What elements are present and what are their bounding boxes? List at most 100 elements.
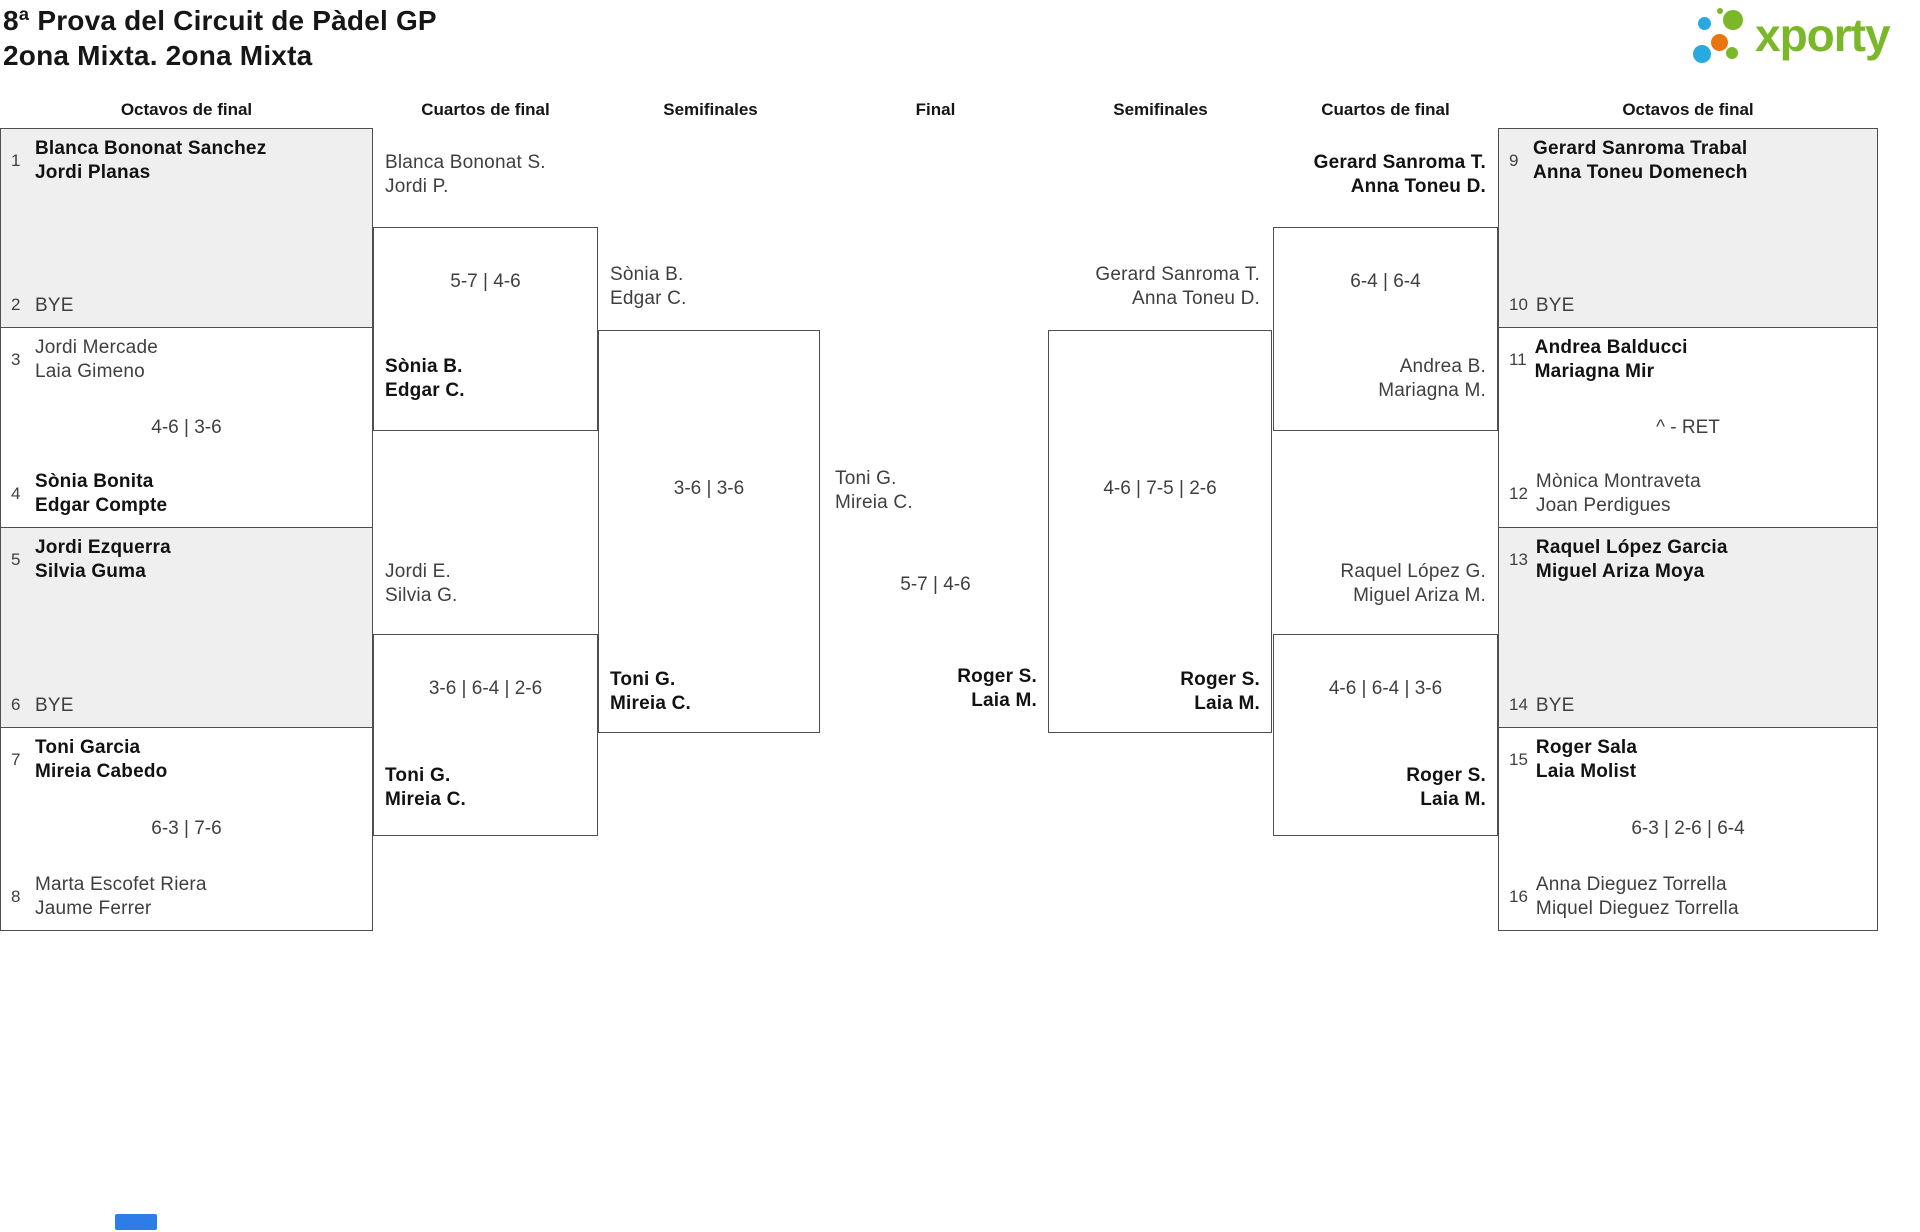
team-label: Gerard Sanroma T.Anna Toneu D. — [1313, 152, 1486, 197]
seed-number: 10 — [1509, 295, 1528, 315]
match-score: 3-6 | 3-6 — [673, 478, 745, 499]
seed-number: 4 — [11, 483, 21, 503]
team-label: Andrea B.Mariagna M. — [1378, 356, 1486, 401]
round-header-octavos-right: Octavos de final — [1622, 100, 1754, 119]
round-header-octavos-left: Octavos de final — [120, 100, 253, 119]
match-score: 6-3 | 7-6 — [151, 818, 222, 839]
page-title-line1: 8ª Prova del Circuit de Pàdel GP — [3, 5, 437, 36]
page-title-line2: 2ona Mixta. 2ona Mixta — [3, 40, 313, 71]
match-score: 4-6 | 7-5 | 2-6 — [1103, 478, 1217, 499]
match-score: 3-6 | 6-4 | 2-6 — [428, 678, 543, 699]
round-header-cuartos-right: Cuartos de final — [1321, 100, 1450, 119]
team-names: BYE — [35, 694, 74, 716]
team-label: Gerard Sanroma T.Anna Toneu D. — [1095, 264, 1260, 309]
match-box-cuartos-left-1 — [373, 227, 598, 431]
team-label: Jordi E.Silvia G. — [385, 561, 458, 606]
seed-number: 13 — [1509, 549, 1528, 569]
team-entry: 2 BYE — [11, 294, 74, 318]
seed-number: 16 — [1509, 886, 1528, 906]
team-label: Toni G.Mireia C. — [610, 669, 691, 714]
round-header-semis-left: Semifinales — [663, 100, 758, 119]
match-score: 6-3 | 2-6 | 6-4 — [1631, 818, 1745, 839]
match-box-cuartos-right-2 — [1273, 634, 1498, 836]
match-box-cuartos-right-1 — [1273, 227, 1498, 431]
logo-dot-green-large — [1723, 10, 1743, 30]
match-box-cuartos-left-2 — [373, 634, 598, 836]
team-entry: 6 BYE — [11, 694, 74, 718]
team-names: BYE — [1535, 694, 1575, 716]
logo-dot-orange — [1711, 34, 1728, 51]
round-header-final: Final — [915, 100, 956, 119]
team-label: Blanca Bononat S.Jordi P. — [385, 152, 546, 197]
seed-number: 12 — [1509, 483, 1528, 503]
logo-dot-blue-large — [1693, 45, 1711, 63]
seed-number: 1 — [11, 150, 21, 170]
team-label: Roger S.Laia M. — [1180, 669, 1260, 714]
logo-dot-green-tiny — [1717, 8, 1723, 14]
xporty-logo[interactable]: xporty — [1690, 2, 1915, 74]
team-label: Raquel López G.Miguel Ariza M. — [1340, 561, 1486, 606]
team-label: Toni G.Mireia C. — [835, 468, 913, 513]
seed-number: 7 — [11, 749, 21, 769]
team-label: Roger S.Laia M. — [1406, 765, 1486, 810]
round-header-cuartos-left: Cuartos de final — [421, 100, 550, 119]
match-box-semifinal-left — [598, 330, 820, 733]
match-box-semifinal-right — [1048, 330, 1272, 733]
match-score: ^ - RET — [1656, 416, 1720, 438]
team-entry: 14 BYE — [1509, 694, 1575, 718]
seed-number: 9 — [1509, 150, 1519, 170]
team-entry: 10 BYE — [1509, 294, 1575, 318]
team-label: Sònia B.Edgar C. — [610, 264, 687, 309]
round-header-semis-right: Semifinales — [1113, 100, 1208, 119]
seed-number: 6 — [11, 695, 21, 715]
seed-number: 8 — [11, 886, 21, 906]
match-score: 5-7 | 4-6 — [900, 574, 971, 595]
seed-number: 14 — [1509, 695, 1528, 715]
team-names: BYE — [1535, 294, 1575, 316]
logo-dot-green-small — [1726, 47, 1738, 59]
logo-dot-blue-small — [1698, 17, 1711, 30]
bottom-blue-bar — [115, 1214, 157, 1230]
seed-number: 15 — [1509, 749, 1528, 769]
team-label: Roger S.Laia M. — [957, 666, 1037, 711]
seed-number: 11 — [1509, 349, 1527, 369]
team-names: BYE — [35, 294, 74, 316]
logo-wordmark: xporty — [1755, 9, 1891, 61]
match-score: 4-6 | 3-6 — [151, 416, 222, 438]
seed-number: 5 — [11, 549, 21, 569]
seed-number: 2 — [11, 295, 21, 315]
match-score: 5-7 | 4-6 — [450, 271, 521, 292]
seed-number: 3 — [11, 349, 21, 369]
page-title: 8ª Prova del Circuit de Pàdel GP 2ona Mi… — [3, 3, 437, 73]
team-label: Toni G.Mireia C. — [385, 765, 466, 810]
